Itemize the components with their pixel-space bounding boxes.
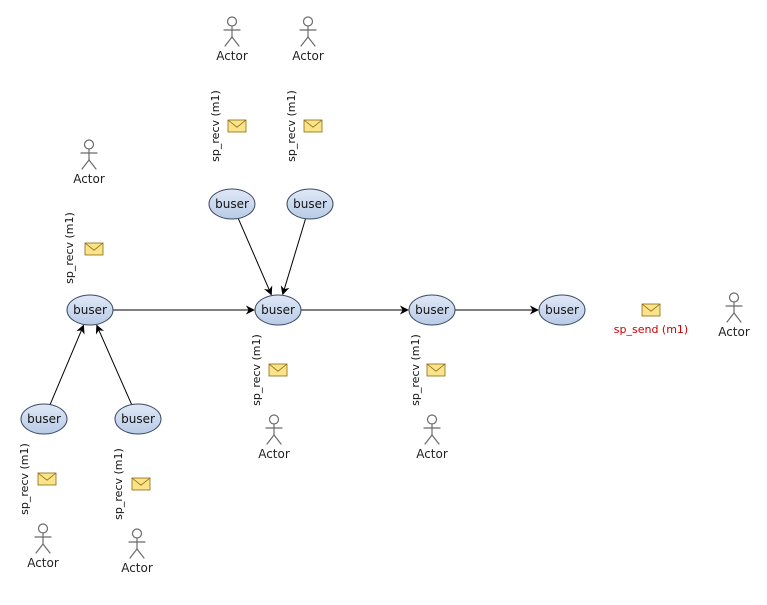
actor-a6[interactable]: Actor: [416, 414, 448, 461]
actor-icon: [80, 139, 98, 170]
envelope-icon: [268, 363, 288, 377]
actor-label: Actor: [292, 49, 324, 63]
node-n5[interactable]: buser: [208, 188, 256, 220]
node-shape: [538, 294, 586, 326]
actor-a3[interactable]: Actor: [292, 16, 324, 63]
message-label: sp_recv (m1): [285, 90, 298, 162]
node-n7[interactable]: buser: [20, 403, 68, 435]
edge-n5-to-n2: [237, 218, 273, 296]
edge-n6-to-n2: [280, 218, 307, 296]
envelope-icon: [84, 242, 104, 256]
node-label: buser: [121, 412, 155, 426]
actor-a5[interactable]: Actor: [258, 414, 290, 461]
node-label: buser: [415, 303, 449, 317]
envelope-icon: [227, 119, 247, 133]
node-shape: [254, 294, 302, 326]
message-m6[interactable]: sp_recv (m1): [18, 443, 57, 515]
node-label: buser: [545, 303, 579, 317]
actor-a8[interactable]: Actor: [121, 528, 153, 575]
message-m4[interactable]: sp_recv (m1): [250, 334, 288, 406]
node-n6[interactable]: buser: [286, 188, 334, 220]
edge-n8-to-n1: [95, 324, 133, 405]
message-m7[interactable]: sp_recv (m1): [112, 448, 151, 520]
node-label: buser: [261, 303, 295, 317]
actor-a7[interactable]: Actor: [27, 523, 59, 570]
node-n3[interactable]: buser: [408, 294, 456, 326]
node-label: buser: [215, 197, 249, 211]
node-shape: [208, 188, 256, 220]
envelope-icon: [426, 363, 446, 377]
actor-icon: [34, 523, 52, 554]
message-label: sp_send (m1): [614, 323, 688, 336]
nodes-layer: buser buser buser buser buser buser buser buser: [20, 188, 586, 435]
actor-icon: [725, 292, 743, 323]
actor-label: Actor: [27, 556, 59, 570]
envelope-icon: [131, 477, 151, 491]
node-shape: [66, 294, 114, 326]
actor-label: Actor: [73, 172, 105, 186]
actor-icon: [265, 414, 283, 445]
message-label: sp_recv (m1): [250, 334, 263, 406]
actor-label: Actor: [121, 561, 153, 575]
envelope-icon: [641, 303, 661, 317]
edge-n7-to-n1: [49, 324, 85, 405]
actor-label: Actor: [718, 325, 750, 339]
actor-icon: [128, 528, 146, 559]
envelope-icon: [303, 119, 323, 133]
actor-label: Actor: [258, 447, 290, 461]
envelope-icon: [37, 472, 57, 486]
node-n2[interactable]: buser: [254, 294, 302, 326]
node-label: buser: [293, 197, 327, 211]
message-m1[interactable]: sp_recv (m1): [63, 212, 104, 284]
node-label: buser: [73, 303, 107, 317]
node-shape: [286, 188, 334, 220]
message-label: sp_recv (m1): [409, 334, 422, 406]
edges-layer: [49, 218, 539, 405]
message-label: sp_recv (m1): [18, 443, 31, 515]
actor-label: Actor: [216, 49, 248, 63]
actor-a2[interactable]: Actor: [216, 16, 248, 63]
node-n8[interactable]: buser: [114, 403, 162, 435]
actor-label: Actor: [416, 447, 448, 461]
actor-icon: [299, 16, 317, 47]
node-n1[interactable]: buser: [66, 294, 114, 326]
node-label: buser: [27, 412, 61, 426]
messages-layer: sp_recv (m1) sp_recv (m1) sp_recv (m1) sp_r…: [18, 90, 688, 520]
node-shape: [20, 403, 68, 435]
message-label: sp_recv (m1): [112, 448, 125, 520]
message-m8[interactable]: sp_send (m1): [614, 303, 688, 336]
node-shape: [408, 294, 456, 326]
actor-a1[interactable]: Actor: [73, 139, 105, 186]
message-label: sp_recv (m1): [209, 90, 222, 162]
actor-icon: [423, 414, 441, 445]
actor-icon: [223, 16, 241, 47]
actor-a4[interactable]: Actor: [718, 292, 750, 339]
node-shape: [114, 403, 162, 435]
message-label: sp_recv (m1): [63, 212, 76, 284]
message-m2[interactable]: sp_recv (m1): [209, 90, 247, 162]
message-m3[interactable]: sp_recv (m1): [285, 90, 323, 162]
node-n4[interactable]: buser: [538, 294, 586, 326]
message-m5[interactable]: sp_recv (m1): [409, 334, 446, 406]
